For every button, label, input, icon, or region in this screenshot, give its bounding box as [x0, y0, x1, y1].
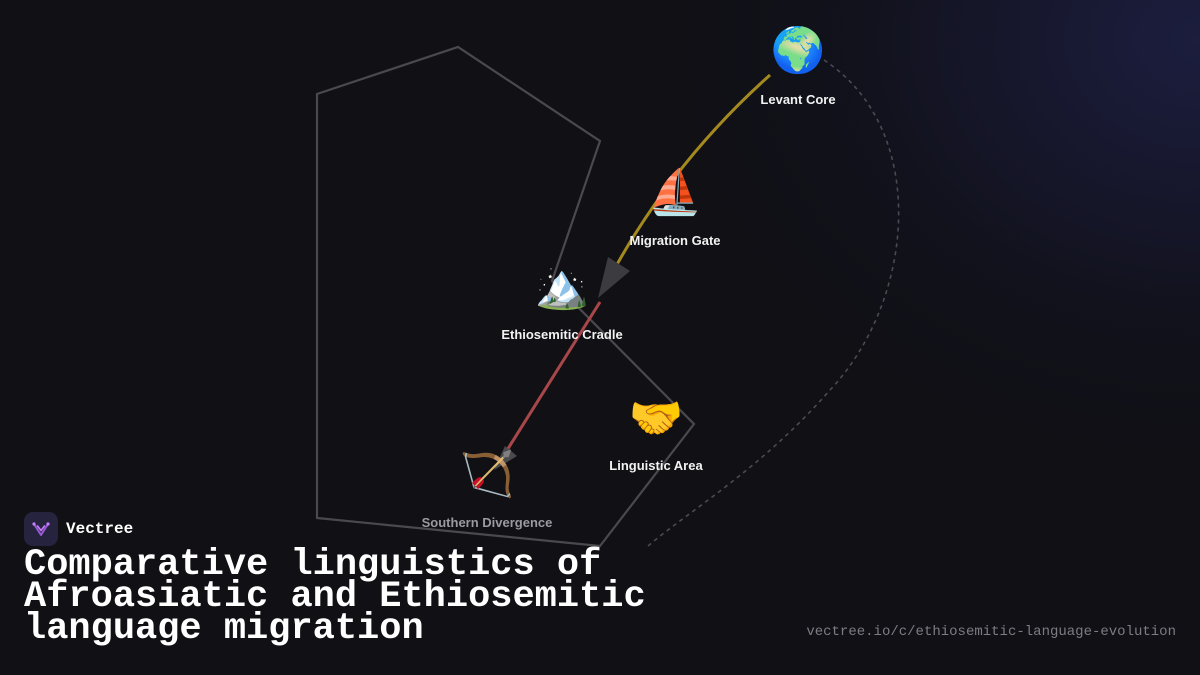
- route-arrowhead: [598, 257, 630, 298]
- bow-and-arrow-icon: 🏹: [459, 449, 515, 500]
- page-title: Comparative linguistics of Afroasiatic a…: [24, 544, 646, 650]
- node-linguistic-area[interactable]: 🤝 Linguistic Area: [609, 393, 703, 474]
- node-southern-divergence[interactable]: 🏹 Southern Divergence: [421, 449, 553, 531]
- globe-icon: 🌍: [770, 25, 826, 76]
- handshake-icon: 🤝: [628, 393, 684, 444]
- route-cradle-to-southern: [502, 301, 602, 456]
- brand-name: Vectree: [66, 520, 134, 538]
- dashed-arc-route: [647, 59, 900, 547]
- brand: Vectree: [24, 512, 133, 546]
- mountain-icon: 🏔️: [534, 261, 590, 312]
- route-levant-to-cradle: [613, 73, 772, 269]
- node-ethiosemitic-cradle[interactable]: 🏔️ Ethiosemitic Cradle: [501, 261, 623, 343]
- route-southern-arrowhead: [494, 446, 517, 470]
- node-label: Linguistic Area: [609, 458, 703, 473]
- node-migration-gate[interactable]: ⛵ Migration Gate: [629, 167, 721, 249]
- node-label: Ethiosemitic Cradle: [501, 327, 623, 342]
- sailboat-icon: ⛵: [647, 167, 703, 218]
- node-label: Levant Core: [760, 92, 836, 107]
- region-outline: [315, 45, 696, 548]
- node-label: Migration Gate: [629, 233, 721, 248]
- vectree-logo-icon: [24, 512, 58, 546]
- footer-url[interactable]: vectree.io/c/ethiosemitic-language-evolu…: [806, 624, 1176, 640]
- node-label: Southern Divergence: [421, 515, 553, 530]
- node-levant-core[interactable]: 🌍 Levant Core: [760, 25, 836, 108]
